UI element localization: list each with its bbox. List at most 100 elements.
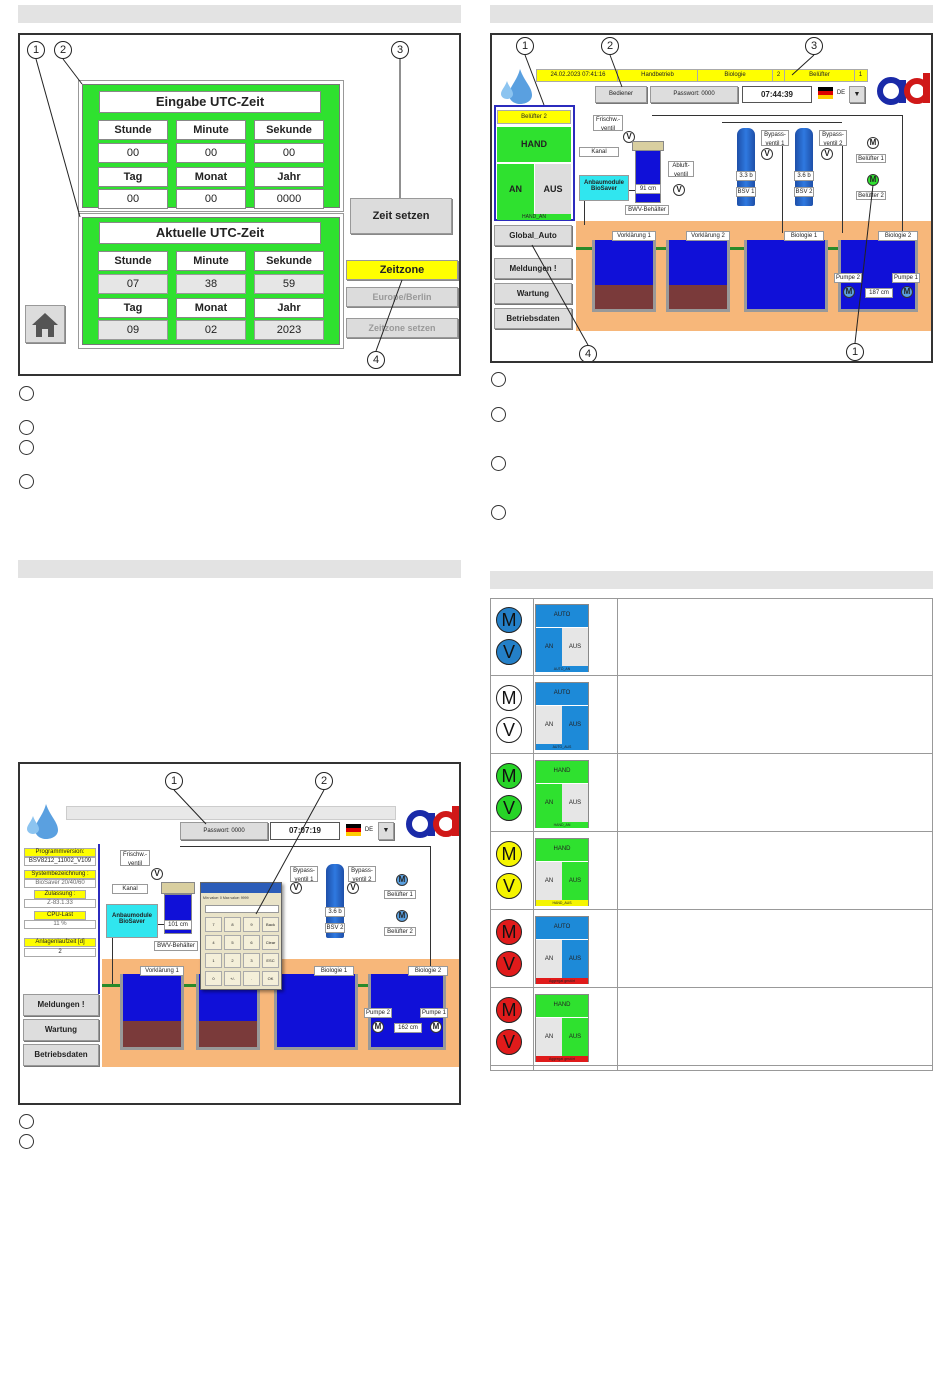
info-value: 2 bbox=[24, 948, 96, 957]
valve-icon: V bbox=[821, 148, 833, 160]
set-time-button[interactable]: Zeit setzen bbox=[350, 198, 452, 234]
label-blower-1: Belüfter 1 bbox=[856, 154, 886, 163]
entry-minute-input[interactable]: 00 bbox=[176, 143, 246, 163]
language-dropdown[interactable]: ▼ bbox=[849, 86, 865, 103]
keypad-key[interactable]: 4 bbox=[205, 935, 222, 950]
password-button[interactable]: Passwort: 0000 bbox=[650, 86, 738, 103]
utc-entry-panel: Eingabe UTC-Zeit Stunde Minute Sekunde 0… bbox=[78, 80, 344, 212]
mini-on: AN bbox=[536, 784, 562, 822]
utc-time-screen: Eingabe UTC-Zeit Stunde Minute Sekunde 0… bbox=[18, 33, 461, 376]
set-timezone-button[interactable]: Zeitzone setzen bbox=[346, 318, 458, 338]
operating-data-button[interactable]: Betriebsdaten bbox=[23, 1044, 99, 1066]
label-blower-1: Belüfter 1 bbox=[384, 890, 416, 899]
label-pump-2: Pumpe 2 bbox=[834, 273, 862, 283]
label-bsv2: BSV 2 bbox=[325, 923, 345, 933]
entry-second-input[interactable]: 00 bbox=[254, 143, 324, 163]
operating-data-button[interactable]: Betriebsdaten bbox=[494, 308, 572, 329]
mini-on: AN bbox=[536, 628, 562, 666]
pipe bbox=[652, 115, 902, 116]
keypad-key[interactable]: 0 bbox=[205, 971, 222, 986]
symbol-table bbox=[490, 598, 933, 1071]
callout-1-bottom: 1 bbox=[846, 343, 864, 361]
maintenance-button[interactable]: Wartung bbox=[494, 283, 572, 304]
entry-month-input[interactable]: 00 bbox=[176, 189, 246, 209]
keypad-key[interactable]: . bbox=[243, 971, 260, 986]
label-pump-2: Pumpe 2 bbox=[364, 1008, 392, 1018]
symbol-table-divider bbox=[617, 598, 618, 1071]
keypad-key[interactable]: 5 bbox=[224, 935, 241, 950]
keypad-key[interactable]: 8 bbox=[224, 917, 241, 932]
status-stage: Biologie bbox=[697, 70, 772, 81]
keypad-key[interactable]: 1 bbox=[205, 953, 222, 968]
bsv2-cylinder bbox=[326, 864, 344, 938]
pipe bbox=[722, 122, 842, 123]
keypad-key[interactable]: +/- bbox=[224, 971, 241, 986]
mini-mode: AUTO bbox=[536, 683, 588, 705]
pipe bbox=[842, 135, 843, 233]
callout-2: 2 bbox=[54, 41, 72, 59]
keypad-key[interactable]: 2 bbox=[224, 953, 241, 968]
pipe bbox=[584, 190, 585, 225]
maintenance-button[interactable]: Wartung bbox=[23, 1019, 99, 1041]
language-dropdown[interactable]: ▼ bbox=[378, 822, 394, 840]
bsv1-pressure: 3.3 b bbox=[736, 171, 756, 181]
control-on-button[interactable]: AN bbox=[497, 164, 534, 214]
water-drop-logo bbox=[27, 804, 58, 839]
label-preclarifier-1: Vorklärung 1 bbox=[612, 231, 656, 241]
label-bwv-container: BWV-Behälter bbox=[625, 205, 669, 215]
legend-marker-2 bbox=[19, 1134, 34, 1149]
control-off-button[interactable]: AUS bbox=[535, 164, 571, 214]
timezone-label: Zeitzone bbox=[346, 260, 458, 280]
field-label-second: Sekunde bbox=[254, 120, 324, 140]
callout-leaders bbox=[173, 789, 325, 915]
timezone-select[interactable]: Europe/Berlin bbox=[346, 287, 458, 307]
user-button[interactable]: Bediener bbox=[595, 86, 647, 103]
keypad-key[interactable]: Back bbox=[262, 917, 279, 932]
home-button[interactable] bbox=[25, 305, 65, 343]
keypad-key[interactable]: ESC bbox=[262, 953, 279, 968]
label-bypass-valve-2: Bypass-ventil 2 bbox=[348, 866, 376, 883]
callout-3: 3 bbox=[391, 41, 409, 59]
entry-year-input[interactable]: 0000 bbox=[254, 189, 324, 209]
entry-hour-input[interactable]: 00 bbox=[98, 143, 168, 163]
legend-marker-2 bbox=[491, 407, 506, 422]
valve-icon: V bbox=[623, 131, 635, 143]
anbaumodule-button[interactable]: Anbaumodule BioSaver bbox=[579, 175, 629, 201]
info-label: CPU-Last bbox=[34, 911, 86, 920]
keypad-key[interactable]: OK bbox=[262, 971, 279, 986]
control-mode-button[interactable]: HAND bbox=[497, 127, 571, 162]
keypad-key[interactable]: 7 bbox=[205, 917, 222, 932]
bsv2-pressure: 3.6 b bbox=[794, 171, 814, 181]
entry-day-input[interactable]: 00 bbox=[98, 189, 168, 209]
motor-icon: M bbox=[843, 286, 855, 298]
global-auto-button[interactable]: Global_Auto bbox=[494, 225, 572, 246]
label-exhaust-valve: Abluft-ventil bbox=[668, 161, 694, 178]
keypad-key[interactable]: 6 bbox=[243, 935, 260, 950]
field-label-day: Tag bbox=[98, 298, 168, 318]
motor-icon: M bbox=[496, 685, 522, 711]
keypad-display[interactable] bbox=[205, 905, 279, 913]
actual-day-value: 09 bbox=[98, 320, 168, 340]
valve-icon: V bbox=[496, 951, 522, 977]
mini-status: HAND_AUS bbox=[536, 900, 588, 906]
bsv2-pressure: 3.6 b bbox=[325, 907, 345, 917]
info-value: Z-83.1.33 bbox=[24, 899, 96, 908]
anbaumodule-button[interactable]: Anbaumodule BioSaver bbox=[106, 904, 158, 938]
tank-preclarifier-1 bbox=[592, 240, 656, 312]
keypad-key[interactable]: Clear bbox=[262, 935, 279, 950]
actual-month-value: 02 bbox=[176, 320, 246, 340]
keypad-key[interactable]: 3 bbox=[243, 953, 260, 968]
messages-button[interactable]: Meldungen ! bbox=[494, 258, 572, 279]
keypad-key[interactable]: 9 bbox=[243, 917, 260, 932]
mini-status: AUTO_AUS bbox=[536, 744, 588, 750]
password-button[interactable]: Passwort: 0000 bbox=[180, 822, 268, 840]
pipe bbox=[180, 846, 430, 847]
actual-hour-value: 07 bbox=[98, 274, 168, 294]
section-bar-mid-left bbox=[18, 560, 461, 578]
motor-icon: M bbox=[867, 137, 879, 149]
messages-button[interactable]: Meldungen ! bbox=[23, 994, 99, 1016]
